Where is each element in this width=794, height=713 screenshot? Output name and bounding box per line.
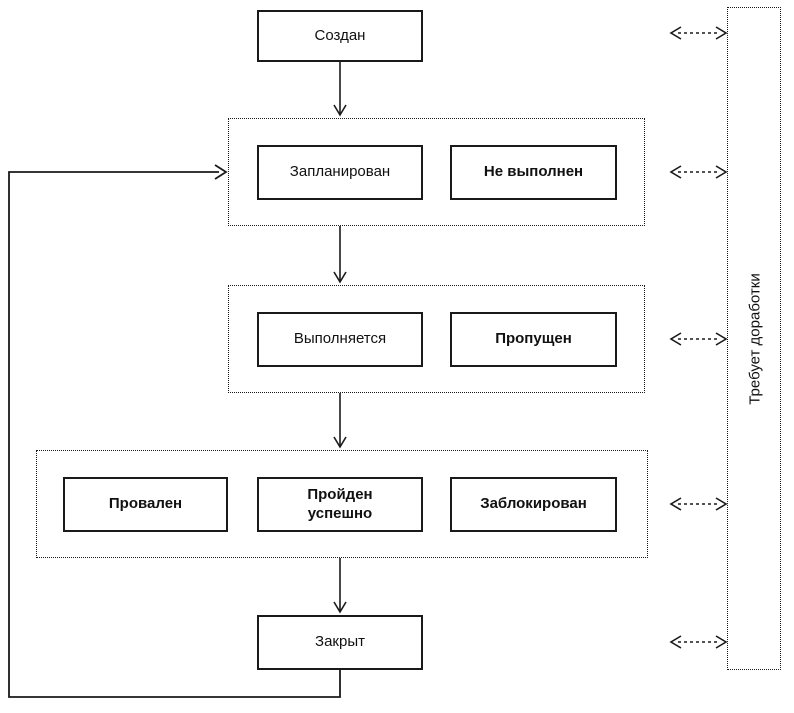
node-blocked: Заблокирован — [450, 477, 617, 532]
arrow-results-to-closed — [333, 558, 347, 614]
node-closed-label: Закрыт — [315, 633, 365, 651]
arrow-created-to-planned — [333, 62, 347, 117]
node-failed-label: Провален — [108, 495, 183, 513]
node-created-label: Создан — [314, 26, 366, 44]
node-skipped: Пропущен — [450, 312, 617, 367]
arrow-rework-created — [669, 26, 728, 40]
node-executing-label: Выполняется — [293, 330, 387, 348]
node-not-executed: Не выполнен — [450, 145, 617, 200]
arrow-closed-to-planned-loop — [8, 164, 341, 698]
node-blocked-label: Заблокирован — [480, 495, 587, 513]
node-executing: Выполняется — [257, 312, 423, 367]
node-passed: Пройден успешно — [257, 477, 423, 532]
node-failed: Провален — [63, 477, 228, 532]
node-created: Создан — [257, 10, 423, 62]
arrow-rework-executing — [669, 332, 728, 346]
node-planned: Запланирован — [257, 145, 423, 200]
arrow-rework-planned — [669, 165, 728, 179]
node-passed-label: Пройден успешно — [307, 485, 373, 522]
node-rework-label: Требует доработки — [746, 273, 764, 405]
group-planned-states — [228, 118, 645, 226]
group-executing-states — [228, 285, 645, 393]
arrow-rework-results — [669, 497, 728, 511]
group-result-states — [36, 450, 648, 558]
node-rework: Требует доработки — [727, 7, 781, 670]
node-closed: Закрыт — [257, 615, 423, 670]
node-planned-label: Запланирован — [289, 163, 391, 181]
arrow-rework-closed — [669, 635, 728, 649]
node-skipped-label: Пропущен — [495, 330, 572, 348]
arrow-executing-to-results — [333, 393, 347, 449]
arrow-planned-to-executing — [333, 226, 347, 284]
node-not-executed-label: Не выполнен — [483, 163, 584, 181]
